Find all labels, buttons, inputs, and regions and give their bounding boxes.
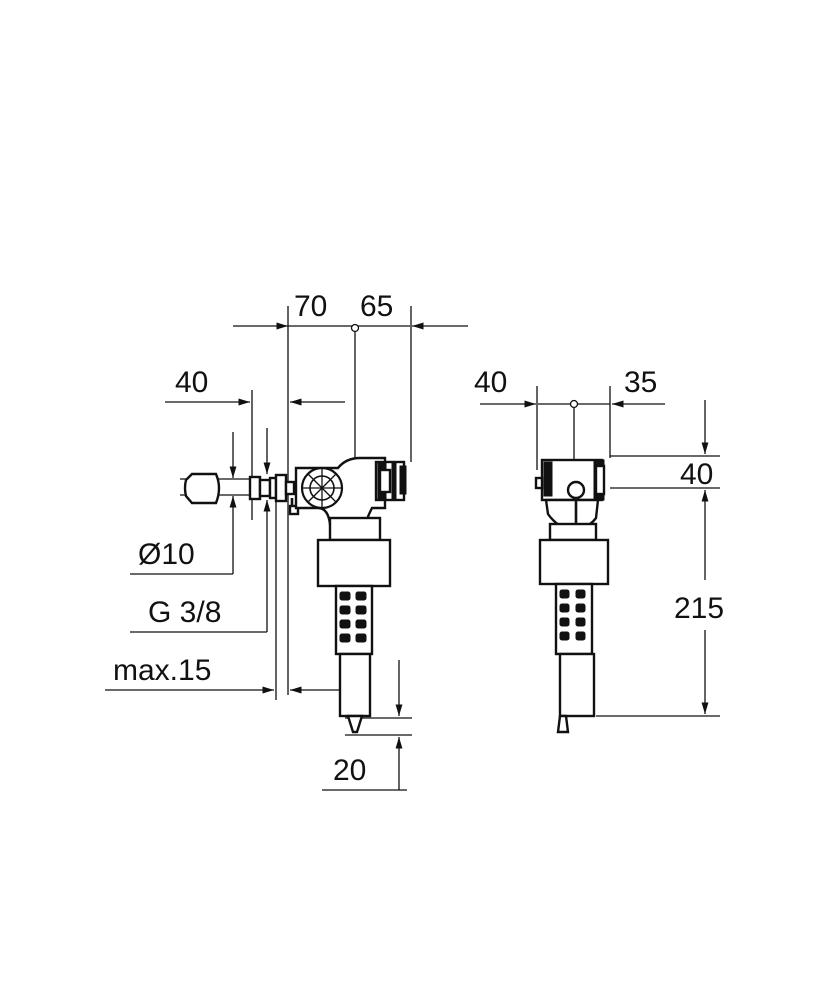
dim-bottom-20: 20 bbox=[322, 660, 412, 791]
label-40-right: 40 bbox=[474, 366, 507, 399]
filter-mesh bbox=[339, 591, 367, 643]
dim-thread-g38: G 3/8 bbox=[130, 428, 271, 633]
dim-left-40: 40 bbox=[165, 366, 345, 520]
dim-diameter-10: Ø10 bbox=[130, 432, 250, 575]
front-view: 40 35 40 215 bbox=[474, 366, 724, 734]
label-g38: G 3/8 bbox=[148, 596, 221, 629]
front-column bbox=[538, 522, 610, 734]
dim-right-heights: 40 215 bbox=[596, 400, 724, 717]
label-20: 20 bbox=[333, 754, 366, 787]
valve-column bbox=[316, 516, 392, 734]
valve-inlet bbox=[183, 472, 300, 516]
label-70: 70 bbox=[294, 290, 327, 323]
label-65: 65 bbox=[360, 290, 393, 323]
front-filter-mesh bbox=[559, 589, 586, 641]
label-max-15: max.15 bbox=[113, 654, 211, 687]
label-35: 35 bbox=[624, 366, 657, 399]
label-215: 215 bbox=[674, 592, 724, 625]
front-head bbox=[534, 458, 606, 528]
label-40-height: 40 bbox=[680, 458, 713, 491]
label-40-left: 40 bbox=[175, 366, 208, 399]
dim-right-40-35: 40 35 bbox=[474, 366, 665, 520]
dim-max-15: max.15 bbox=[105, 495, 345, 700]
side-view: 70 65 40 Ø10 G 3/8 bbox=[105, 290, 468, 791]
valve-head bbox=[294, 456, 407, 526]
label-diameter-10: Ø10 bbox=[138, 538, 195, 571]
